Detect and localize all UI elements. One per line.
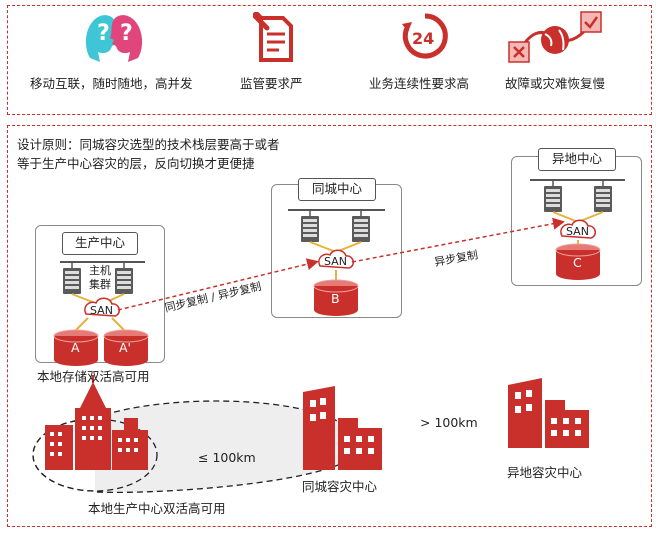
clock-24-icon: 24 [402, 13, 448, 59]
production-center-title: 生产中心 [62, 232, 138, 255]
globe-recovery-icon [508, 11, 602, 63]
local-center-ha-label: 本地生产中心双活高可用 [88, 501, 226, 516]
host-cluster-label-2: 集群 [89, 278, 111, 291]
feature-panel [7, 5, 652, 115]
same-city-san-label: SAN [324, 255, 347, 268]
same-city-center-title: 同城中心 [298, 178, 376, 201]
architecture-panel [7, 125, 652, 527]
storage-c-label: C [573, 255, 582, 270]
svg-text:?: ? [97, 21, 110, 46]
two-faces-question-icon: ? ? [85, 15, 143, 63]
svg-text:24: 24 [412, 29, 434, 48]
distance-le-label: ≤ 100km [198, 450, 256, 465]
feature-label-mobile: 移动互联，随时随地，高并发 [30, 76, 193, 91]
remote-dr-label: 异地容灾中心 [507, 465, 583, 480]
feature-label-continuity: 业务连续性要求高 [369, 76, 470, 91]
storage-a-label: A [71, 340, 80, 355]
principle-line-1: 设计原则：同城容灾选型的技术栈层要高于或者 [17, 137, 280, 152]
storage-a2-label: A' [119, 340, 131, 355]
feature-label-recovery: 故障或灾难恢复慢 [505, 76, 606, 91]
svg-text:?: ? [120, 21, 133, 46]
local-storage-ha-label: 本地存储双活高可用 [37, 369, 150, 384]
feature-label-regulation: 监管要求严 [240, 76, 303, 91]
remote-san-label: SAN [566, 225, 589, 238]
principle-line-2: 等于生产中心容灾的层，反向切换才更便捷 [17, 156, 255, 171]
same-city-dr-label: 同城容灾中心 [302, 479, 378, 494]
distance-gt-label: > 100km [420, 415, 478, 430]
production-san-label: SAN [90, 304, 113, 317]
regulation-document-icon [253, 12, 293, 62]
host-cluster-label-1: 主机 [89, 264, 111, 277]
remote-center-title: 异地中心 [538, 148, 616, 171]
storage-b-label: B [331, 291, 340, 306]
